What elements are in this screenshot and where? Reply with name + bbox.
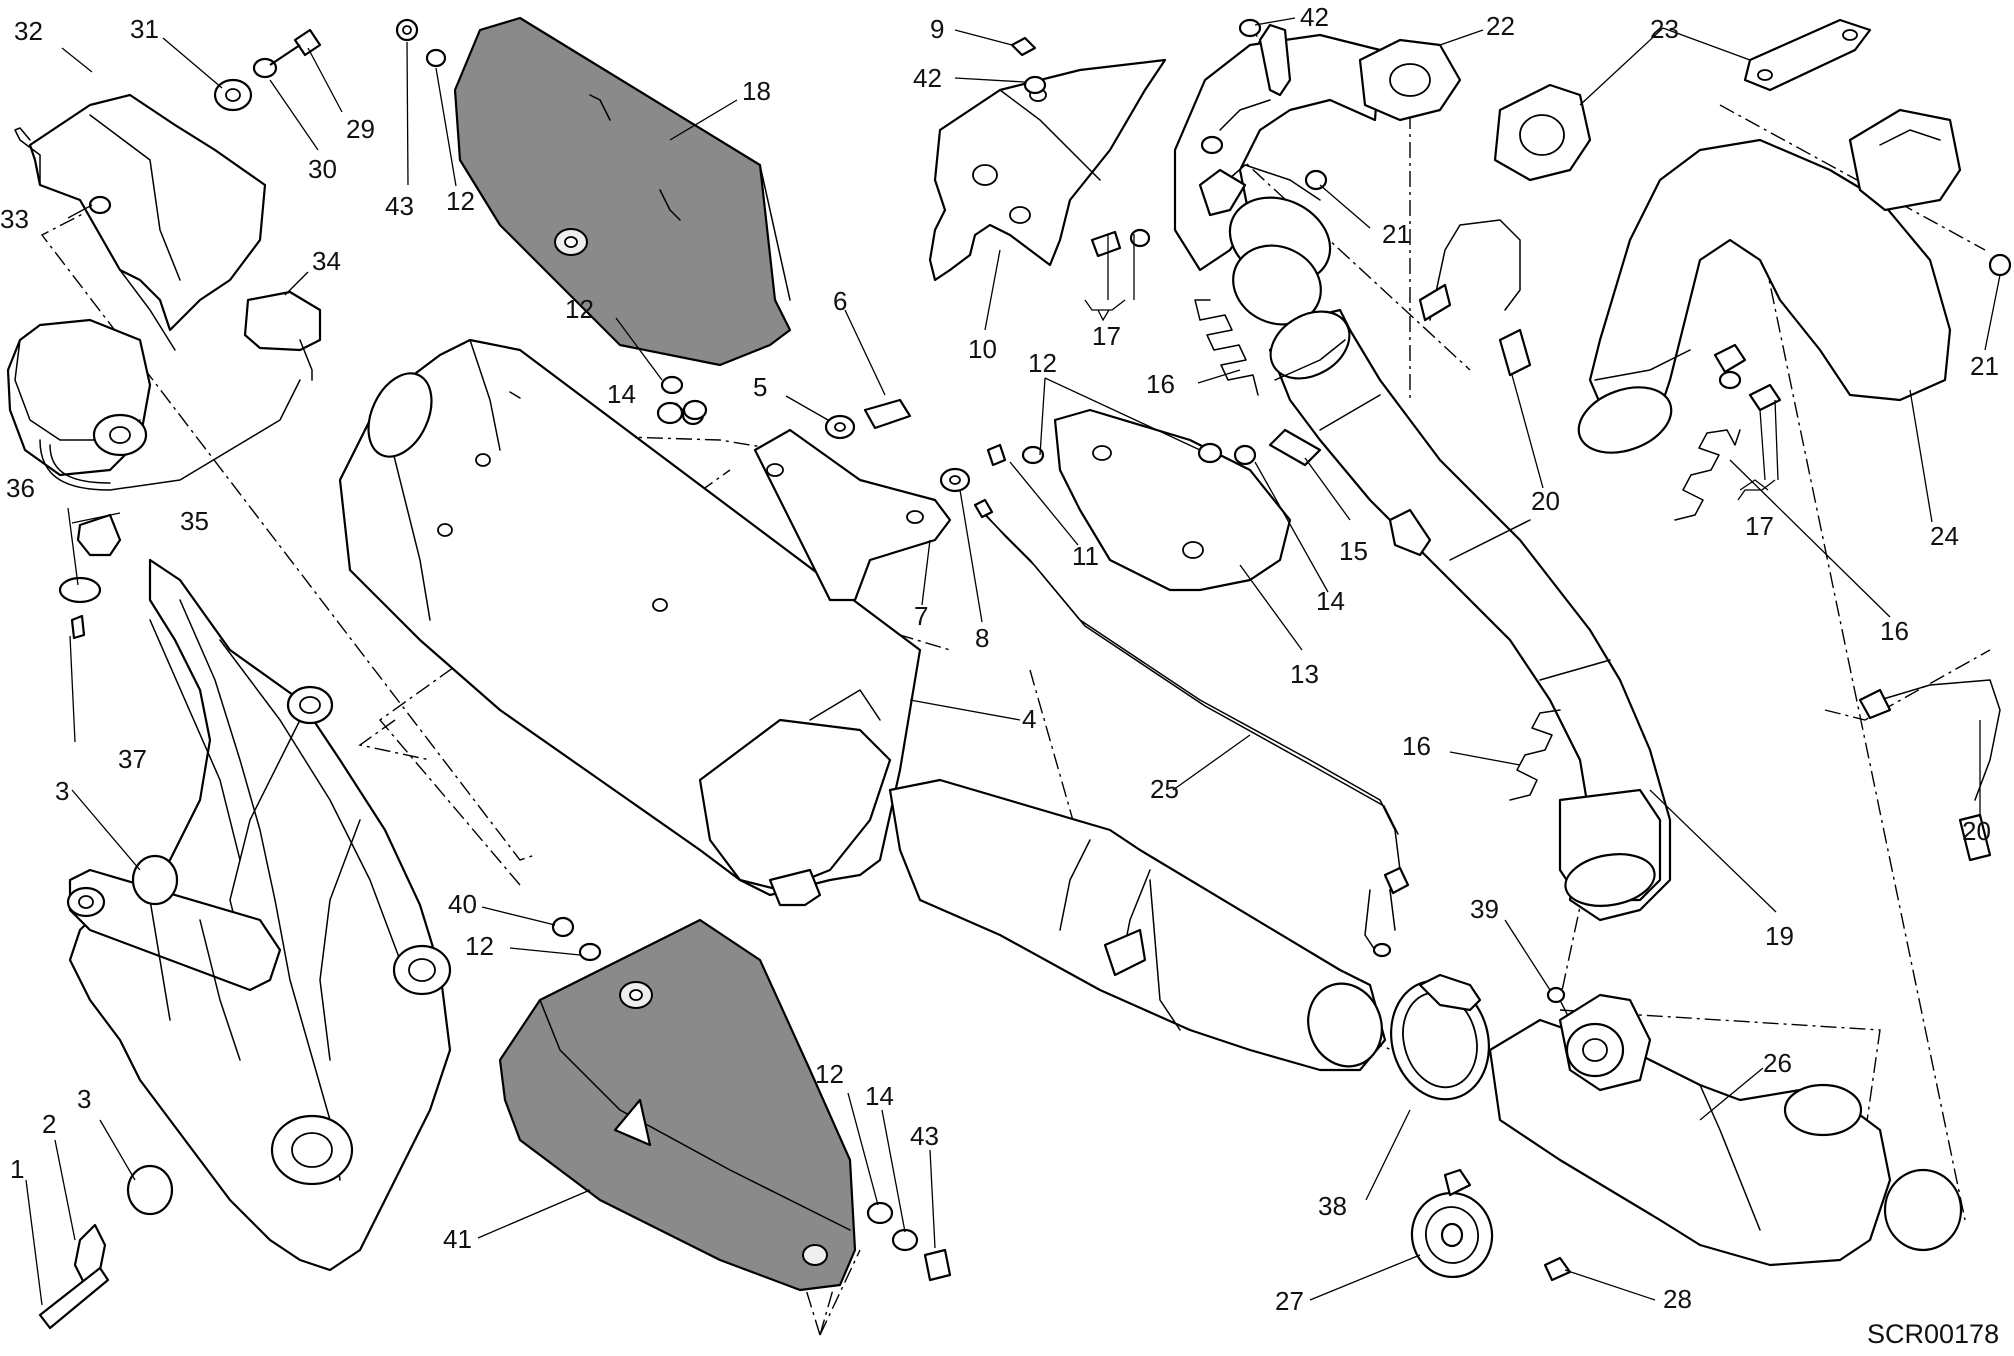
callout-12: 12	[815, 1059, 844, 1089]
pipe-springs	[1194, 299, 1741, 801]
callout-12: 12	[446, 186, 475, 216]
lower-silencer-heat-shield	[498, 918, 857, 1292]
upper-silencer-heat-shield	[453, 16, 792, 367]
callout-4: 4	[1022, 704, 1036, 734]
grommets-and-screws-servo	[38, 28, 322, 1330]
callout-34: 34	[312, 246, 341, 276]
callout-16: 16	[1402, 731, 1431, 761]
callout-10: 10	[968, 334, 997, 364]
lower-shield-fasteners	[551, 916, 952, 1282]
drawing-code: SCR00178	[1867, 1319, 1999, 1349]
callout-22: 22	[1486, 11, 1515, 41]
callout-12: 12	[465, 931, 494, 961]
valve-pulley	[1410, 1168, 1572, 1282]
callout-5: 5	[753, 372, 767, 402]
callout-35: 35	[180, 506, 209, 536]
callout-9: 9	[930, 14, 944, 44]
callout-14: 14	[1316, 586, 1345, 616]
lambda-sensors	[1418, 219, 2001, 862]
callout-17: 17	[1745, 511, 1774, 541]
callout-2: 2	[42, 1109, 56, 1139]
callout-3: 3	[77, 1084, 91, 1114]
exhaust-valve-servo-motor	[6, 93, 301, 491]
callout-20: 20	[1531, 486, 1560, 516]
front-header-pipe	[1173, 23, 1462, 326]
callout-1: 1	[10, 1154, 24, 1184]
callout-27: 27	[1275, 1286, 1304, 1316]
pipe-heat-deflector	[1053, 408, 1292, 592]
callout-36: 36	[6, 473, 35, 503]
exhaust-gaskets	[1493, 18, 1872, 182]
heat-guard-fasteners	[1010, 18, 1262, 258]
callout-13: 13	[1290, 659, 1319, 689]
callout-14: 14	[607, 379, 636, 409]
callout-29: 29	[346, 114, 375, 144]
callout-25: 25	[1150, 774, 1179, 804]
callout-16: 16	[1880, 616, 1909, 646]
callout-15: 15	[1339, 536, 1368, 566]
callout-18: 18	[742, 76, 771, 106]
deflector-fasteners	[986, 428, 1322, 467]
callout-31: 31	[130, 14, 159, 44]
lambda-sensor-cable	[973, 498, 1410, 958]
rear-header-pipe	[1577, 108, 2012, 454]
callout-19: 19	[1765, 921, 1794, 951]
callout-33: 33	[0, 204, 29, 234]
callout-16: 16	[1146, 369, 1175, 399]
silencer	[338, 338, 922, 907]
callout-21: 21	[1382, 219, 1411, 249]
callout-7: 7	[914, 601, 928, 631]
callout-23: 23	[1650, 14, 1679, 44]
callout-37: 37	[118, 744, 147, 774]
callout-43: 43	[385, 191, 414, 221]
exhaust-valve-body	[1488, 986, 1963, 1267]
callout-21: 21	[1970, 351, 1999, 381]
callout-39: 39	[1470, 894, 1499, 924]
callout-17: 17	[1092, 321, 1121, 351]
footpeg-hanger	[66, 558, 452, 1272]
callout-12: 12	[565, 294, 594, 324]
leader-lines	[25, 17, 2001, 1306]
exhaust-clamp	[1390, 973, 1490, 1101]
callout-12: 12	[1028, 348, 1057, 378]
callout-38: 38	[1318, 1191, 1347, 1221]
callout-32: 32	[14, 16, 43, 46]
callout-28: 28	[1663, 1284, 1692, 1314]
callout-8: 8	[975, 623, 989, 653]
callout-30: 30	[308, 154, 337, 184]
callout-11: 11	[1072, 541, 1099, 571]
callout-40: 40	[448, 889, 477, 919]
callout-26: 26	[1763, 1048, 1792, 1078]
catalyst-mid-pipe	[888, 778, 1387, 1072]
callout-42: 42	[913, 63, 942, 93]
front-down-pipe	[1268, 308, 1672, 922]
servo-connector	[243, 290, 322, 381]
callout-43: 43	[910, 1121, 939, 1151]
callout-20: 20	[1962, 816, 1991, 846]
callout-24: 24	[1930, 521, 1959, 551]
callout-6: 6	[833, 286, 847, 316]
callout-41: 41	[443, 1224, 472, 1254]
header-heat-guard	[928, 58, 1167, 282]
callout-42: 42	[1300, 2, 1329, 32]
callout-14: 14	[865, 1081, 894, 1111]
upper-shield-fasteners	[395, 18, 708, 421]
silencer-bracket	[753, 428, 952, 602]
callout-3: 3	[55, 776, 69, 806]
